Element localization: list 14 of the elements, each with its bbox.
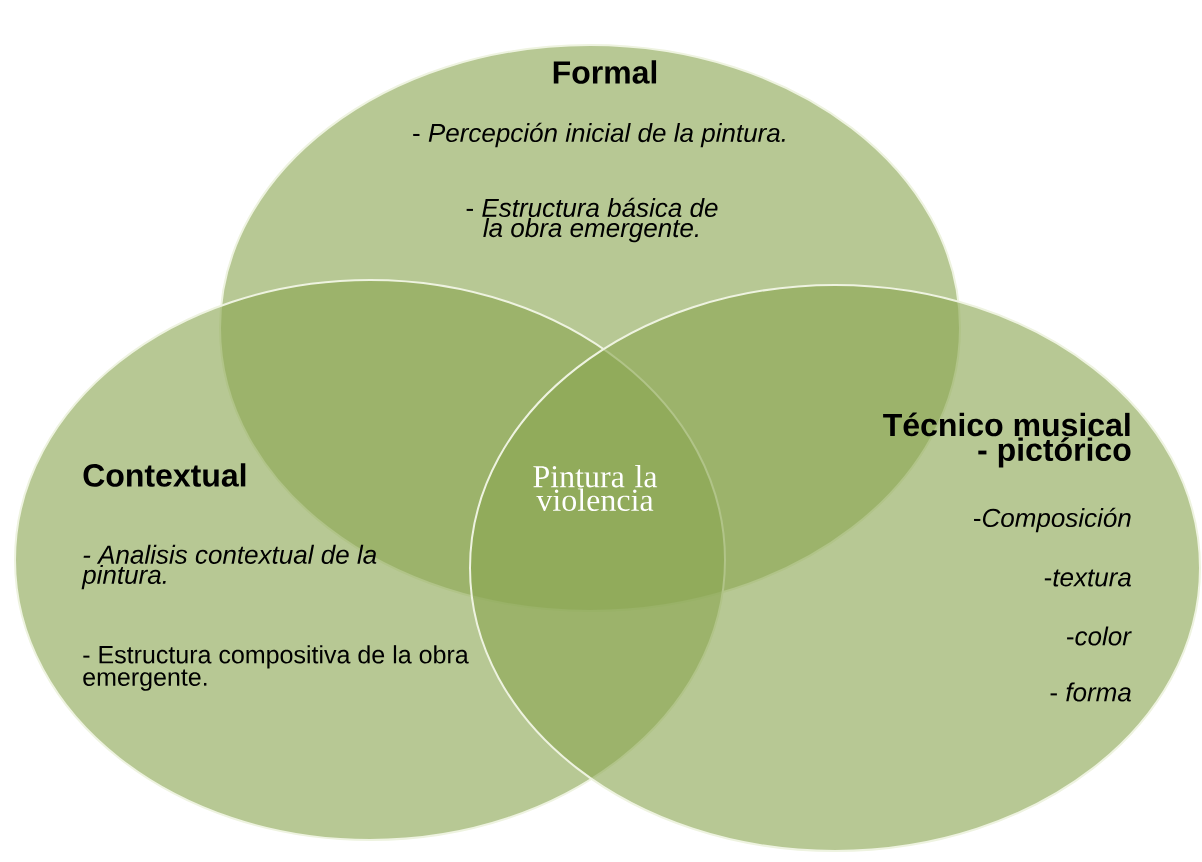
center-label: Pintura la violencia bbox=[533, 465, 658, 511]
circle bbox=[469, 284, 1201, 852]
bullet-text: - Percepción inicial de la pintura. bbox=[413, 122, 785, 148]
heading: Contextual bbox=[83, 463, 246, 487]
heading: Técnico musical - pictórico bbox=[883, 412, 1131, 468]
circle bbox=[14, 279, 726, 841]
heading: Formal bbox=[553, 60, 657, 84]
bullet-text: -Composición bbox=[974, 507, 1131, 533]
bullet-text: - Estructura básica de la obra emergente. bbox=[466, 197, 718, 243]
bullet-text: - Estructura compositiva de la obra emergente. bbox=[83, 645, 469, 691]
bullet-text: -color bbox=[1067, 626, 1132, 646]
bullet-text: -textura bbox=[1044, 569, 1131, 587]
bullet-text: - Analisis contextual de la pintura. bbox=[81, 544, 377, 590]
bullet-text: - forma bbox=[1050, 682, 1131, 702]
